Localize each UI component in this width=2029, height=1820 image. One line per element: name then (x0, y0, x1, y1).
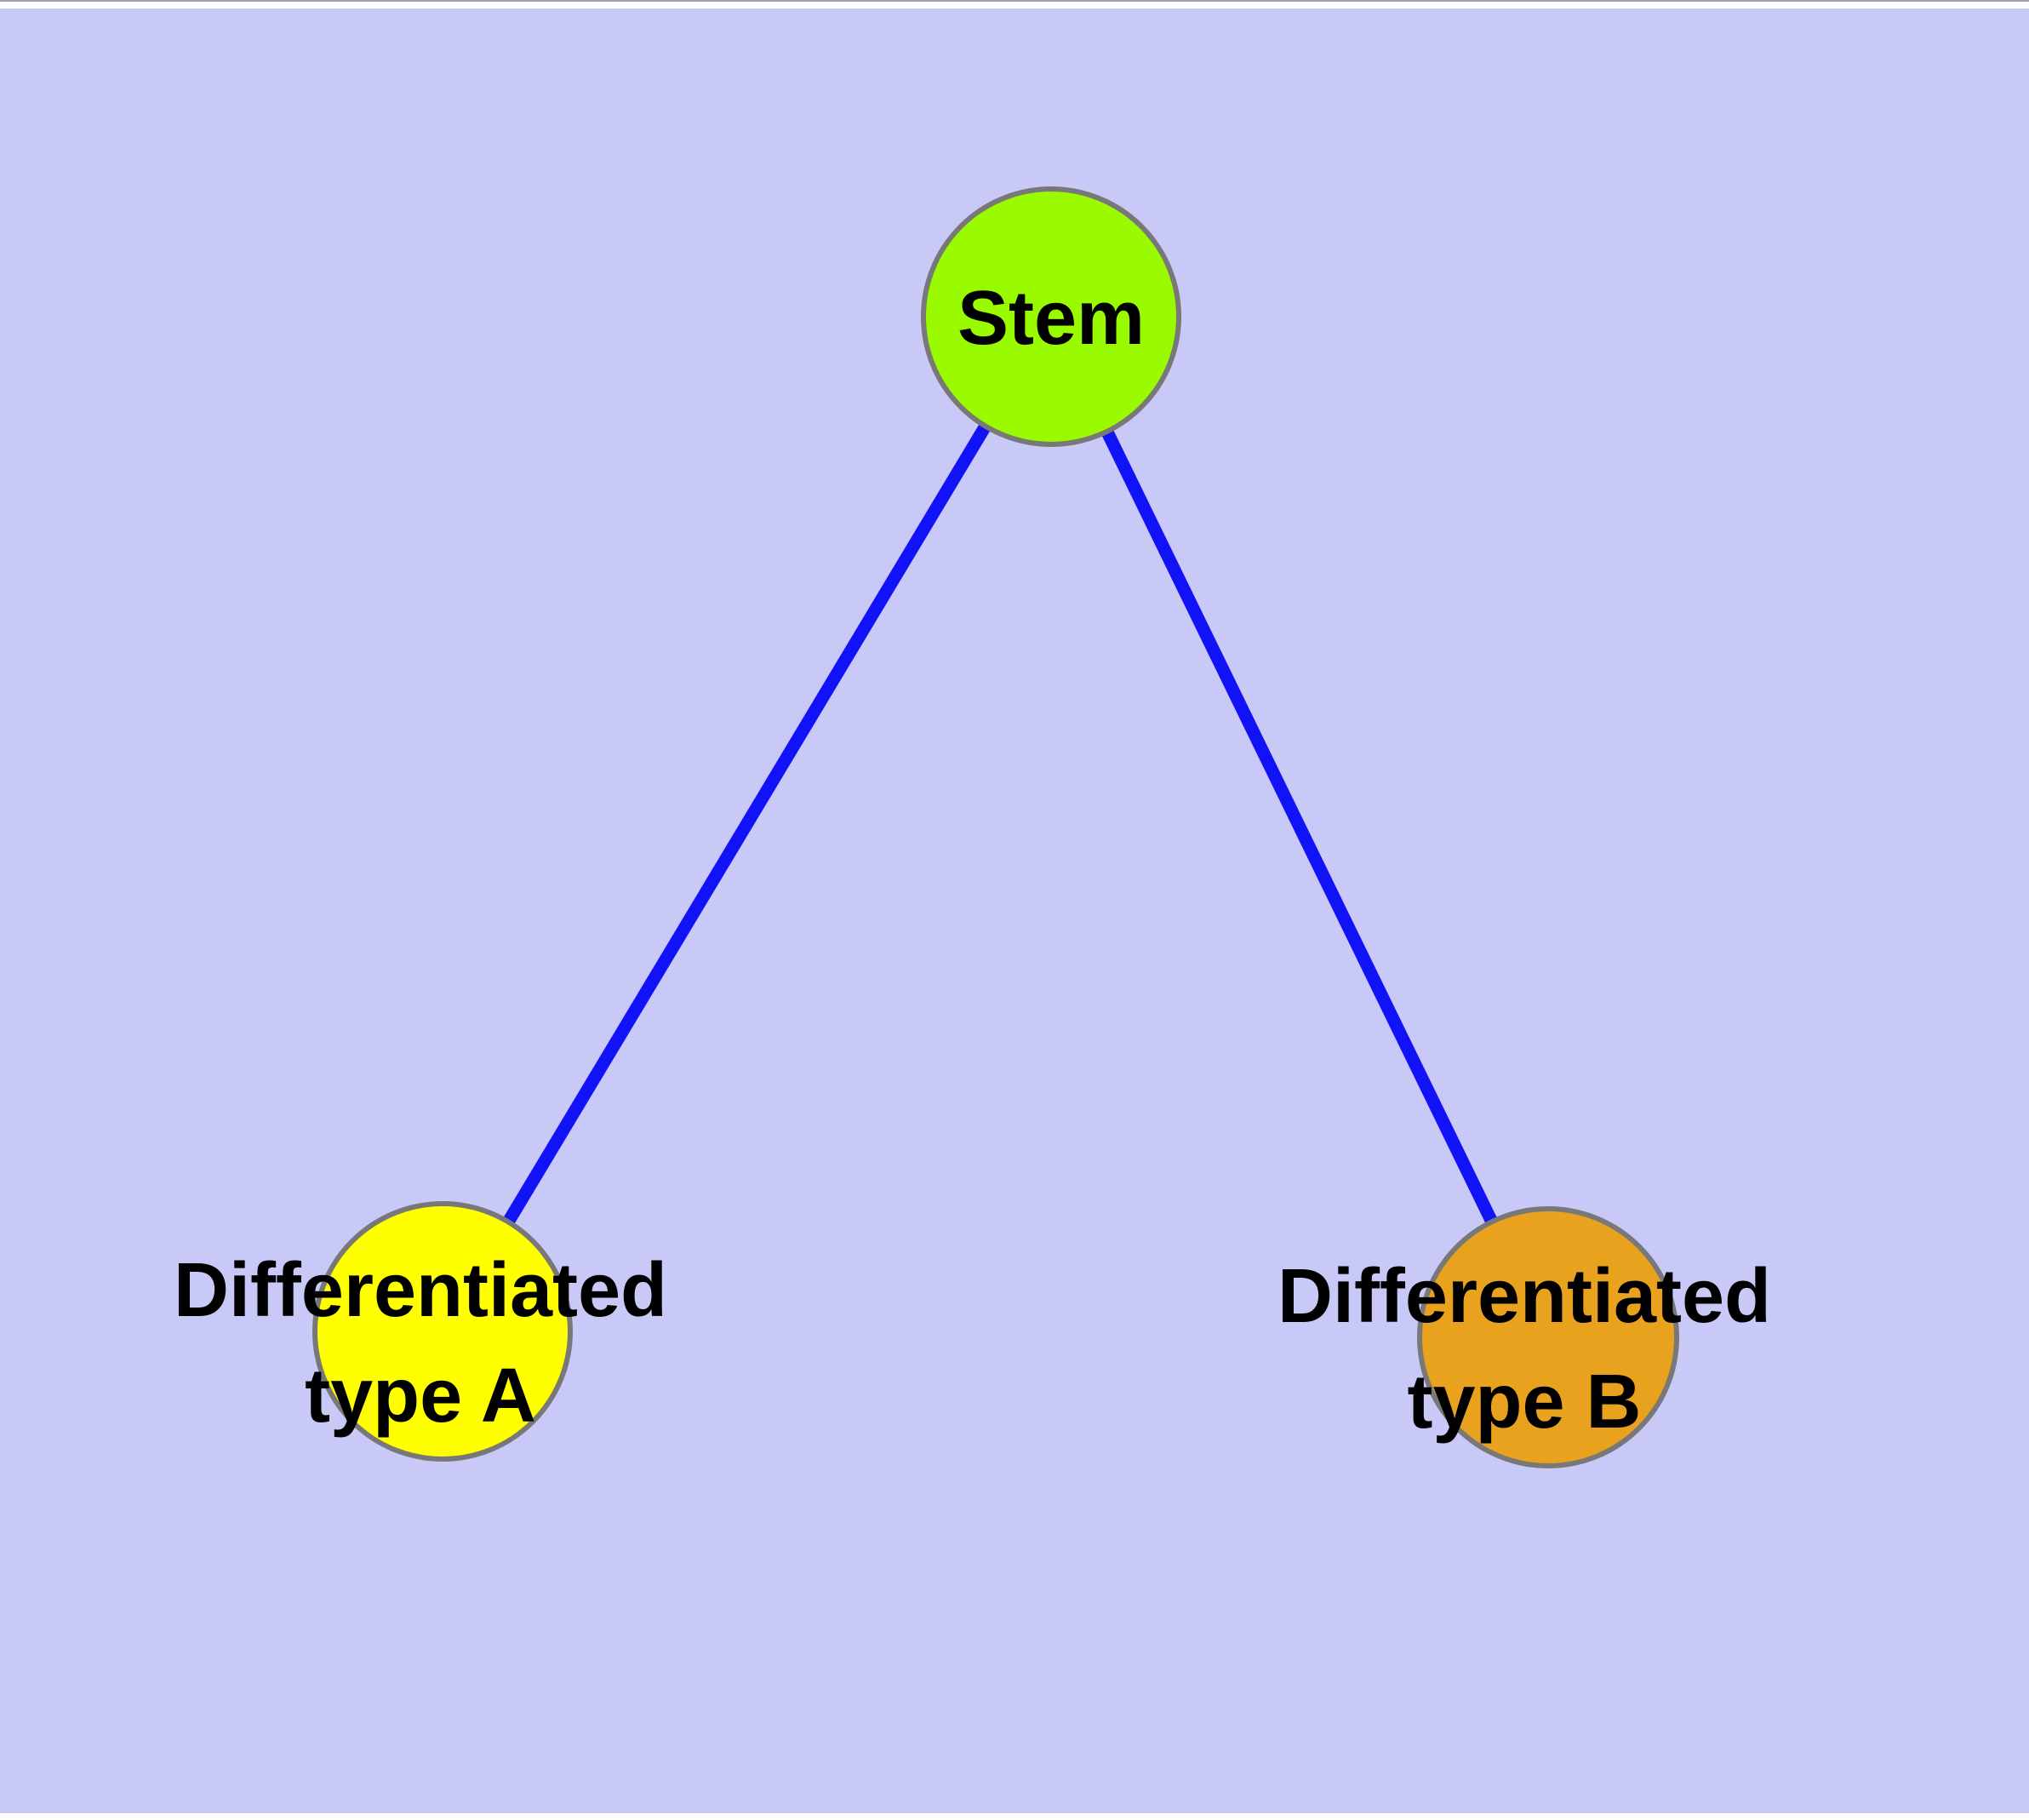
node-stem (921, 186, 1181, 447)
nodes-layer (312, 186, 1679, 1468)
node-label-type-b: Differentiated type B (1277, 1254, 1771, 1445)
node-label-stem: Stem (957, 276, 1145, 361)
node-label-line: type A (305, 1354, 536, 1439)
window-top-border (0, 0, 2029, 2)
edges-layer (437, 313, 1554, 1341)
edge-stem-type-b (1045, 313, 1554, 1341)
node-label-line: type B (1407, 1359, 1641, 1445)
edge-stem-type-a (437, 313, 1057, 1335)
node-label-line: Stem (957, 276, 1145, 361)
node-label-line: Differentiated (1277, 1254, 1771, 1339)
node-type-b (1417, 1206, 1679, 1468)
node-label-line: Differentiated (174, 1248, 667, 1333)
node-label-type-a: Differentiated type A (174, 1248, 667, 1439)
node-type-a (312, 1201, 573, 1462)
